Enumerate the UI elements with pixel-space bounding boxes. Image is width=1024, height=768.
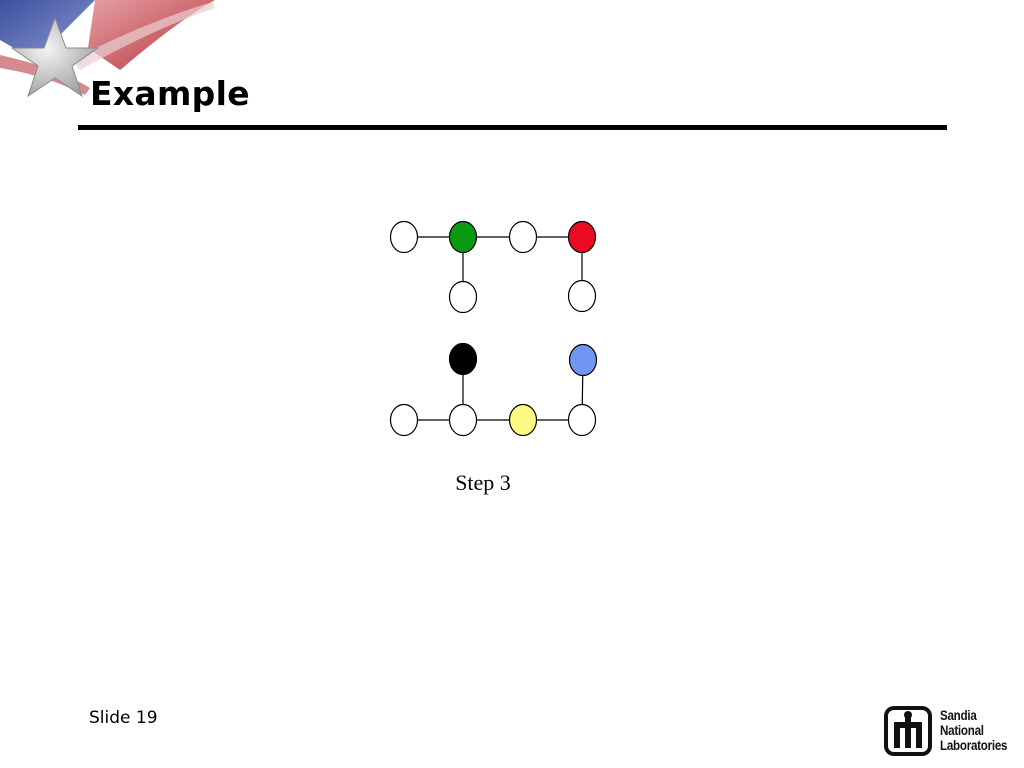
graph-node-b6 bbox=[567, 403, 597, 437]
lab-name-line-3: Laboratories bbox=[940, 738, 1008, 753]
slide-number: Slide 19 bbox=[89, 708, 158, 728]
lab-name-text: Sandia National Laboratories bbox=[940, 708, 1007, 753]
title-underline bbox=[78, 125, 947, 130]
graph-node-a6 bbox=[567, 279, 597, 313]
graph-node-b2 bbox=[568, 343, 598, 377]
graph-node-a2 bbox=[448, 220, 478, 254]
sandia-labs-logo: Sandia National Laboratories bbox=[884, 706, 1014, 758]
graph-node-a4 bbox=[567, 220, 597, 254]
flag-star-logo bbox=[0, 0, 215, 98]
lab-name-line-1: Sandia bbox=[940, 708, 977, 723]
slide-title: Example bbox=[90, 74, 250, 113]
step-caption: Step 3 bbox=[455, 470, 511, 495]
graph-node-a1 bbox=[389, 220, 419, 254]
graph-node-a3 bbox=[508, 220, 538, 254]
thunderbird-icon bbox=[884, 706, 932, 756]
graph-node-b5 bbox=[508, 403, 538, 437]
graph-node-b3 bbox=[389, 403, 419, 437]
lab-name-line-2: National bbox=[940, 723, 984, 738]
graph-node-b1 bbox=[448, 342, 478, 376]
graph-node-b4 bbox=[448, 403, 478, 437]
graph-node-a5 bbox=[448, 280, 478, 314]
